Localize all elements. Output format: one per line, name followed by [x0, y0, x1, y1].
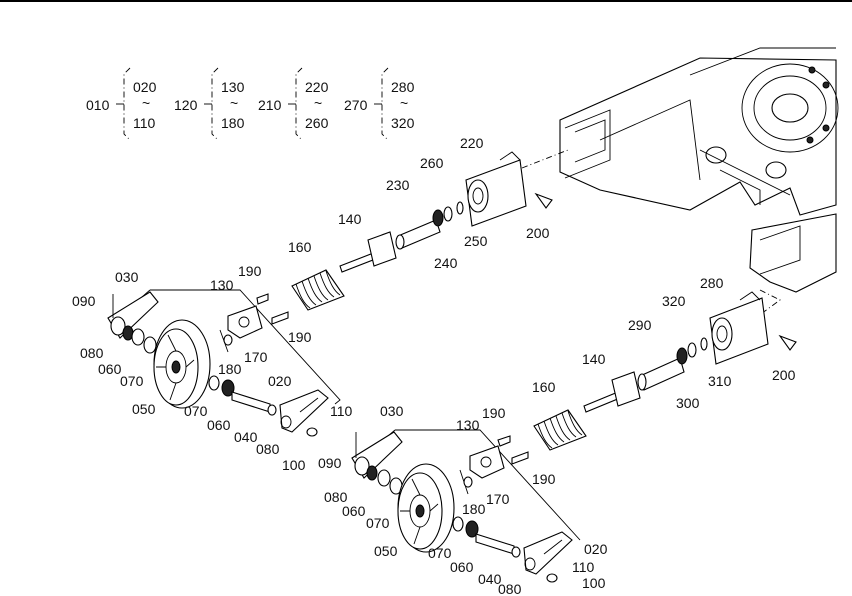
range-010: 010 020 ~ 110 [86, 67, 157, 141]
range-ref-label: 270 [344, 97, 368, 113]
shaft-040 [231, 391, 271, 413]
range-tilde: ~ [142, 95, 150, 111]
callout-label: 200 [526, 225, 550, 241]
range-from-label: 020 [133, 79, 157, 95]
range-ref-label: 210 [258, 97, 282, 113]
track-frame [521, 47, 839, 323]
callout-label: 040 [234, 429, 258, 445]
spring-160 [291, 269, 345, 311]
callout-label: 100 [282, 457, 306, 473]
callout-label: 050 [374, 543, 398, 559]
callout-label: 040 [478, 571, 502, 587]
callouts-upper: 030 090 130 190 190 170 180 080 060 070 … [72, 135, 550, 473]
plate-020 [279, 389, 329, 433]
rod-140-lower [583, 391, 621, 413]
top-rule [0, 0, 852, 2]
callout-label: 050 [132, 401, 156, 417]
callout-label: 220 [460, 135, 484, 151]
callout-label: 030 [380, 403, 404, 419]
callout-label: 230 [386, 177, 410, 193]
callout-label: 190 [482, 405, 506, 421]
callout-label: 280 [700, 275, 724, 291]
upper-idler-assembly [107, 151, 553, 437]
idler-wheel-050-lower [397, 463, 455, 553]
callout-label: 170 [244, 349, 268, 365]
callout-label: 250 [464, 233, 488, 249]
range-to-label: 320 [391, 115, 415, 131]
callout-label: 080 [256, 441, 280, 457]
callout-label: 140 [338, 211, 362, 227]
callout-label: 060 [342, 503, 366, 519]
callout-label: 020 [268, 373, 292, 389]
range-from-label: 220 [305, 79, 329, 95]
callout-label: 070 [184, 403, 208, 419]
callout-label: 090 [318, 455, 342, 471]
yoke-130-lower [469, 445, 505, 479]
yoke-130 [227, 305, 263, 339]
callout-label: 070 [428, 545, 452, 561]
callout-label: 200 [772, 367, 796, 383]
plate-020-lower [523, 531, 573, 575]
callout-label: 180 [218, 361, 242, 377]
callout-label: 260 [420, 155, 444, 171]
range-270: 270 280 ~ 320 [344, 67, 415, 141]
range-to-label: 180 [221, 115, 245, 131]
range-from-label: 130 [221, 79, 245, 95]
callout-label: 060 [207, 417, 231, 433]
callout-label: 160 [532, 379, 556, 395]
callout-label: 170 [486, 491, 510, 507]
range-to-label: 110 [133, 115, 156, 131]
callout-label: 110 [572, 559, 595, 575]
callout-label: 320 [662, 293, 686, 309]
range-ref-label: 010 [86, 97, 110, 113]
callout-label: 080 [498, 581, 522, 596]
range-legend: 010 020 ~ 110 120 130 ~ 180 210 220 ~ 26… [86, 67, 415, 141]
callouts-lower: 030 090 130 190 190 170 180 080 060 070 … [318, 275, 796, 596]
range-from-label: 280 [391, 79, 415, 95]
callout-label: 080 [324, 489, 348, 505]
callout-label: 290 [628, 317, 652, 333]
callout-label: 130 [456, 417, 480, 433]
range-to-label: 260 [305, 115, 329, 131]
shaft-040-lower [475, 533, 515, 555]
cylinder-290 [639, 357, 685, 391]
callout-label: 160 [288, 239, 312, 255]
callout-label: 080 [80, 345, 104, 361]
range-tilde: ~ [400, 95, 408, 111]
callout-label: 100 [582, 575, 606, 591]
callout-label: 070 [366, 515, 390, 531]
callout-label: 070 [120, 373, 144, 389]
lower-idler-assembly [351, 291, 797, 583]
range-ref-label: 120 [174, 97, 198, 113]
callout-label: 060 [98, 361, 122, 377]
callout-label: 190 [288, 329, 312, 345]
callout-label: 030 [115, 269, 139, 285]
idler-wheel-050 [153, 319, 211, 409]
callout-label: 310 [708, 373, 732, 389]
callout-label: 130 [210, 277, 234, 293]
callout-label: 300 [676, 395, 700, 411]
callout-label: 180 [462, 501, 486, 517]
callout-label: 090 [72, 293, 96, 309]
callout-label: 060 [450, 559, 474, 575]
callout-label: 110 [330, 403, 353, 419]
callout-label: 190 [532, 471, 556, 487]
spring-160-lower [533, 409, 587, 451]
callout-label: 240 [434, 255, 458, 271]
range-120: 120 130 ~ 180 [174, 67, 245, 141]
range-tilde: ~ [314, 95, 322, 111]
range-tilde: ~ [230, 95, 238, 111]
callout-label: 140 [582, 351, 606, 367]
callout-label: 020 [584, 541, 608, 557]
range-210: 210 220 ~ 260 [258, 67, 329, 141]
callout-label: 190 [238, 263, 262, 279]
